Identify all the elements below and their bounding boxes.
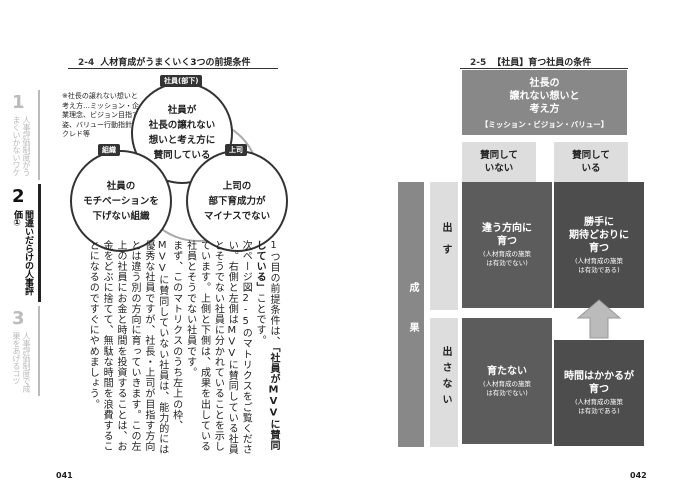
section-number: 2-5	[470, 58, 487, 68]
cell-bottom-left: 育たない (人材育成の施策 は有効でない)	[462, 318, 552, 444]
side-label-text: 成果	[407, 282, 418, 362]
cell-top-right: 勝手に 期待どおりに 育つ (人材育成の施策 は有効である)	[554, 182, 644, 308]
up-arrow-icon	[576, 299, 622, 339]
tag-organization: 組織	[98, 144, 120, 156]
tag-employee: 社員(部下)	[160, 75, 203, 87]
cell-title: 勝手に 期待どおりに 育つ	[569, 216, 629, 254]
cell-subtitle: (人材育成の施策 は有効でない)	[482, 379, 532, 397]
venn-circle-organization: 社員の モチベーションを 下げない組織	[70, 150, 172, 252]
venn-circle-boss: 上司の 部下育成力が マイナスでない	[186, 150, 288, 252]
body-text: 1つ目の前提条件は、「社員がMVVに賛同している」ことです。 次ページ図2-5の…	[62, 240, 280, 455]
cell-title: 時間はかかるが 育つ	[564, 371, 634, 395]
circle-text: 社員の モチベーションを 下げない組織	[83, 180, 159, 222]
right-heading-rule	[460, 68, 628, 69]
chapter-title: 人事評価制度がうまくいかないワケ	[12, 116, 31, 176]
row-header-text: 出す	[440, 222, 451, 266]
body-paragraph-2: 次ページ図2-5のマトリクスをご覧ください。右側と左側はMVVに賛同している社員…	[184, 240, 252, 455]
tag-boss: 上司	[225, 144, 247, 156]
right-heading: 2-5 【社員】育つ社員の条件	[470, 55, 591, 68]
chapter-title: 人事評価制度で成果をあげるコツ	[12, 332, 31, 392]
top-header-subtitle: 【ミッション・ビジョン・バリュー】	[480, 120, 609, 129]
page-number-right: 042	[630, 471, 647, 480]
top-header-title: 社長の 譲れない想いと 考え方	[509, 78, 580, 115]
mvv-note: ※社長の譲れない想いと考え方…ミッション・企業理念、ビジョン目指す姿、バリュー行…	[62, 92, 139, 138]
body-text-intro: 1つ目の前提条件は、	[268, 240, 279, 347]
col-header-disagree: 賛同して いない	[462, 142, 536, 182]
row-header-produce: 出す	[430, 182, 458, 310]
section-number: 2-4	[78, 58, 95, 68]
row-header-not-produce: 出さない	[430, 318, 458, 447]
chapter-number: 1	[12, 92, 25, 113]
cell-subtitle: (人材育成の施策 は有効である)	[574, 256, 624, 274]
col-header-agree: 賛同して いる	[554, 142, 628, 182]
section-title: 人材育成がうまくいく3つの前提条件	[100, 58, 251, 68]
chapter-number: 3	[12, 308, 25, 329]
cell-title: 育たない	[487, 365, 527, 377]
circle-text: 社員が 社長の譲れない 想いと考え方に 賛同している	[148, 105, 216, 161]
left-heading-rule	[68, 68, 278, 69]
chapter-tab-2[interactable]: 2 間違いだらけの人事評価①	[8, 184, 41, 302]
cell-top-left: 違う方向に 育つ (人材育成の施策 は有効でない)	[462, 182, 552, 308]
cell-title: 違う方向に 育つ	[482, 223, 532, 247]
body-emphasis: 「社員がMVVに賛同している」	[254, 240, 279, 451]
body-text-outro: ことです。	[254, 293, 266, 346]
section-title: 【社員】育つ社員の条件	[492, 58, 592, 68]
matrix-side-label: 成果	[398, 182, 424, 447]
body-paragraph-1: 1つ目の前提条件は、「社員がMVVに賛同している」ことです。	[252, 240, 280, 455]
chapter-tab-3[interactable]: 3 人事評価制度で成果をあげるコツ	[8, 306, 40, 396]
chapter-number: 2	[12, 186, 25, 207]
body-paragraph-3: まず、このマトリクスのうち左上の枠、MVVに賛同していない社員は、能力的には優秀…	[87, 240, 182, 455]
cell-subtitle: (人材育成の施策 は有効でない)	[482, 250, 532, 267]
chapter-tab-1[interactable]: 1 人事評価制度がうまくいかないワケ	[8, 90, 40, 180]
page-number-left: 041	[56, 471, 73, 480]
left-heading: 2-4 人材育成がうまくいく3つの前提条件	[78, 55, 251, 68]
circle-text: 上司の 部下育成力が マイナスでない	[203, 180, 271, 222]
matrix-top-header: 社長の 譲れない想いと 考え方 【ミッション・ビジョン・バリュー】	[462, 70, 627, 135]
cell-bottom-right: 時間はかかるが 育つ (人材育成の施策 は有効である)	[554, 340, 644, 446]
row-header-text: 出さない	[440, 346, 451, 410]
cell-subtitle: (人材育成の施策 は有効である)	[574, 398, 624, 415]
chapter-title: 間違いだらけの人事評価①	[12, 210, 33, 295]
